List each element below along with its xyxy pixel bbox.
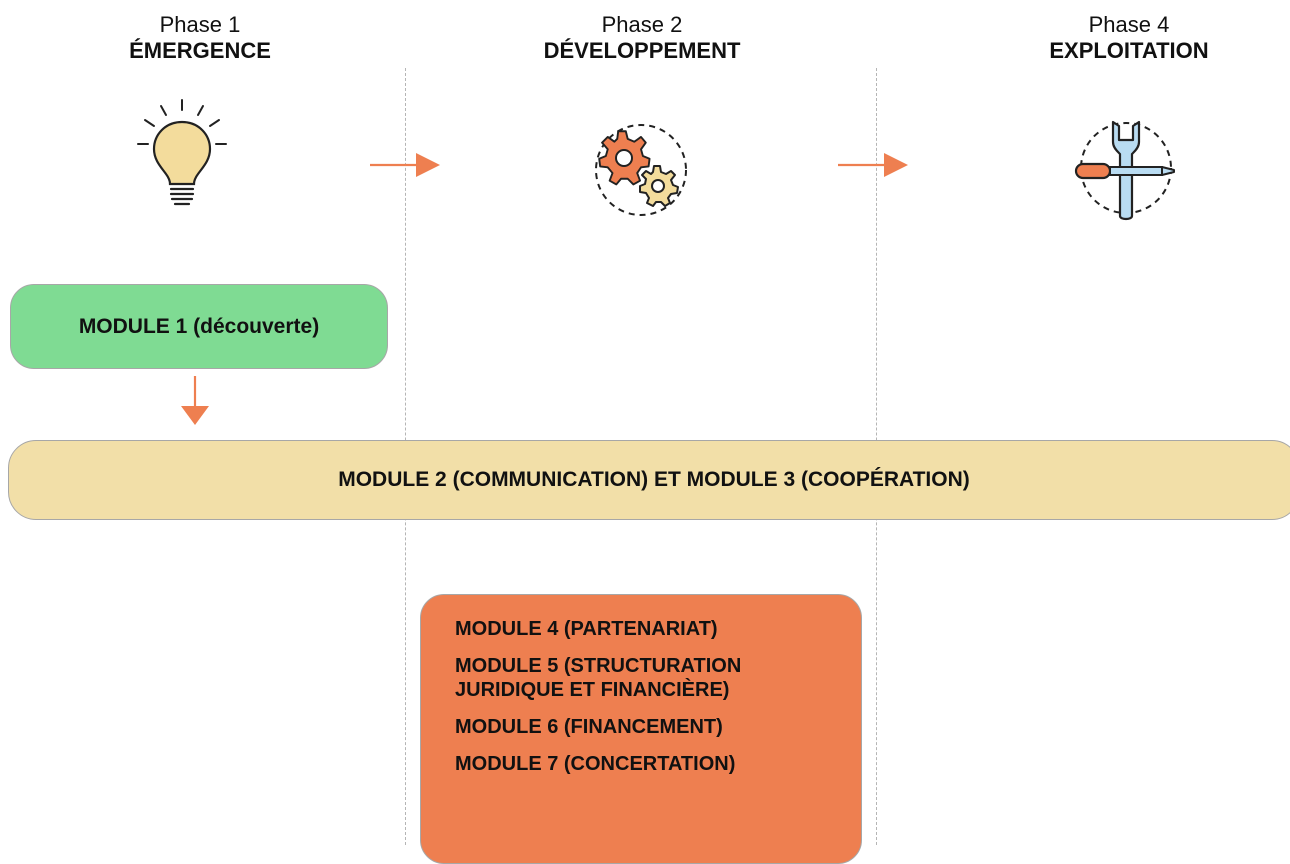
phase-4-number: Phase 4 (1088, 12, 1170, 37)
phase-4-header: Phase 4 EXPLOITATION (999, 12, 1259, 64)
phase-2-header: Phase 2 DÉVELOPPEMENT (512, 12, 772, 64)
arrow-module1-down (181, 376, 209, 425)
module-2-3-label: MODULE 2 (COMMUNICATION) ET MODULE 3 (CO… (338, 468, 970, 491)
module-4-label: MODULE 4 (PARTENARIAT) (455, 618, 718, 640)
phase-4-name: EXPLOITATION (1049, 38, 1209, 63)
tools-icon (1074, 120, 1175, 221)
phase-1-header: Phase 1 ÉMERGENCE (70, 12, 330, 64)
module-6-label: MODULE 6 (FINANCEMENT) (455, 716, 723, 738)
arrow-phase1-to-phase2 (370, 153, 440, 177)
phase-2-name: DÉVELOPPEMENT (543, 38, 741, 63)
module-1-box: MODULE 1 (découverte) (10, 284, 388, 369)
gears-icon (595, 124, 687, 216)
phase-1-number: Phase 1 (159, 12, 241, 37)
module-4-7-box: MODULE 4 (PARTENARIAT) MODULE 5 (STRUCTU… (420, 594, 862, 864)
phase-2-number: Phase 2 (601, 12, 683, 37)
arrow-phase2-to-phase4 (838, 153, 908, 177)
module-5-label: MODULE 5 (STRUCTURATION JURIDIQUE ET FIN… (455, 655, 742, 701)
module-7-label: MODULE 7 (CONCERTATION) (455, 753, 736, 775)
module-1-label: MODULE 1 (découverte) (78, 314, 320, 338)
module-2-3-box: MODULE 2 (COMMUNICATION) ET MODULE 3 (CO… (8, 440, 1290, 520)
phase-1-name: ÉMERGENCE (129, 38, 271, 63)
lightbulb-icon (137, 99, 227, 206)
